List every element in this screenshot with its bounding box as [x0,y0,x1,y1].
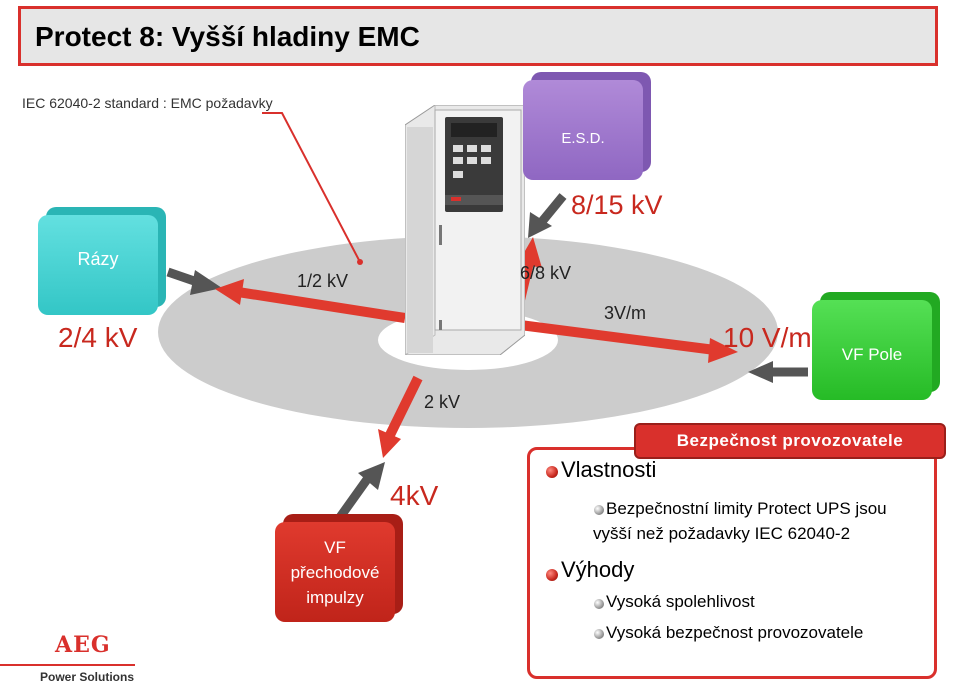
vf-pole-label: VF Pole [841,345,903,364]
razy-box: Rázy [38,207,166,315]
gray-arrows [166,193,808,523]
aeg-tagline: Power Solutions [40,670,135,684]
vf-standard-value: 2 kV [424,392,461,412]
bullet-icon [546,569,558,581]
subtitle-callout-line [262,112,361,263]
vf-value: 4kV [390,480,439,511]
section-vlastnosti: Vlastnosti [561,457,657,482]
pole-value: 10 V/m [723,322,812,353]
item-bezpecnost: Vysoká bezpečnost provozovatele [606,623,864,642]
esd-standard-value: 6/8 kV [520,263,572,283]
razy-value: 2/4 kV [58,322,138,353]
info-panel-header: Bezpečnost provozovatele [634,423,946,459]
vf-prechodove-box: VF přechodové impulzy [275,514,403,622]
esd-label: E.S.D. [561,129,605,147]
logo-divider [0,664,135,666]
esd-value: 8/15 kV [571,190,663,220]
vf-pole-box: VF Pole [812,292,940,400]
page-title: Protect 8: Vyšší hladiny EMC [35,21,420,52]
pole-standard-value: 3V/m [604,303,647,323]
aeg-logo: AEG [55,632,111,658]
razy-label: Rázy [77,248,119,269]
vf-prechodove-label: VF přechodové impulzy [290,537,380,607]
title-bar: Protect 8: Vyšší hladiny EMC [18,6,938,66]
bullet-icon [594,629,604,639]
item-limity-line1: Bezpečnostní limity Protect UPS jsou [606,499,887,518]
ups-cabinet-image [405,105,525,355]
gray-ring [158,236,778,428]
bullet-icon [546,466,558,478]
bullet-icon [594,599,604,609]
red-arrows [215,237,738,458]
esd-box: E.S.D. [523,72,651,180]
item-spolehlivost: Vysoká spolehlivost [606,592,755,611]
bullet-icon [594,505,604,515]
razy-standard-value: 1/2 kV [297,271,349,291]
section-vyhody: Výhody [561,557,635,582]
item-limity-line2: vyšší než požadavky IEC 62040-2 [593,524,851,543]
info-panel-title: Bezpečnost provozovatele [676,431,904,450]
page-subtitle: IEC 62040-2 standard : EMC požadavky [22,95,273,111]
